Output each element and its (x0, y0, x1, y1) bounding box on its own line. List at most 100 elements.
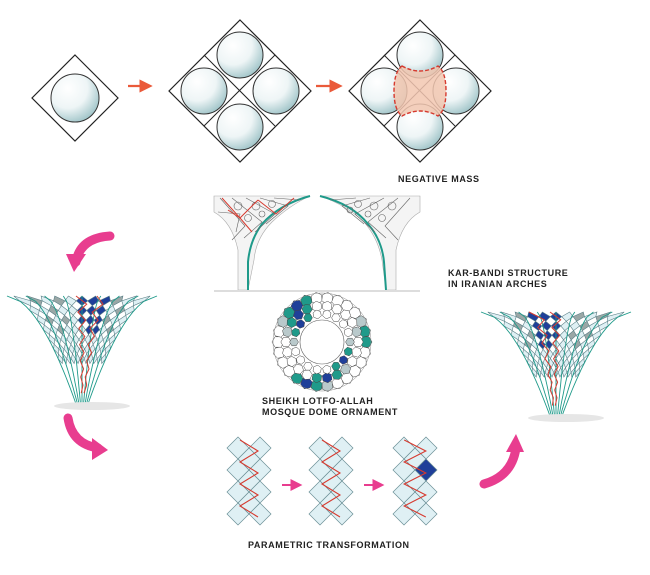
dome-tile (343, 327, 353, 338)
vase-structure-right (480, 311, 632, 422)
vase-cell (57, 305, 69, 316)
dome-tile (331, 369, 343, 380)
vase-cell (567, 330, 577, 341)
vase-cell (564, 348, 572, 359)
vase-cell (108, 333, 116, 345)
vase-cell (562, 366, 568, 378)
arrow-pink-curved-icon (479, 443, 521, 489)
dome-tile (283, 365, 296, 378)
vase-cell (510, 330, 520, 341)
vase-cell (569, 320, 581, 331)
vase-line (87, 295, 158, 405)
vase-cell (531, 366, 537, 378)
dome-tile (348, 365, 361, 378)
dome-ornament (271, 292, 373, 392)
karbandi-arches (213, 195, 421, 292)
vase-cell (113, 324, 121, 336)
dome-tile (303, 313, 313, 322)
vase-cell (61, 314, 71, 326)
dome-tile (322, 364, 332, 375)
vase-cell (92, 324, 100, 336)
vase-structure-left (6, 295, 158, 410)
vase-cell (70, 353, 76, 365)
dome-outer-ring (272, 292, 372, 392)
dome-tile (293, 364, 304, 375)
vase-line (480, 311, 551, 417)
vase-line (62, 295, 81, 405)
dome-tile (339, 319, 348, 329)
four-sphere-diamond (168, 19, 312, 163)
vase-red-line (75, 295, 88, 394)
vase-cell (104, 343, 111, 355)
vase-cell (124, 305, 135, 316)
vase-cell (522, 348, 530, 360)
vase-cell (43, 324, 51, 336)
dome-tile (348, 306, 361, 319)
vase-cell (582, 348, 590, 360)
negative-mass-label: NEGATIVE MASS (398, 174, 480, 184)
dome-tile (286, 317, 297, 328)
vase-line (518, 311, 554, 417)
vase-red-line (549, 311, 562, 406)
vase-shadow (528, 414, 604, 422)
vase-cell (587, 339, 595, 350)
param-red-line (320, 439, 342, 518)
parametric-label: PARAMETRIC TRANSFORMATION (248, 540, 410, 550)
dome-tile (339, 355, 348, 365)
vase-cell (575, 366, 581, 378)
dome-tile (301, 369, 313, 380)
vase-cell (95, 305, 107, 316)
dome-tile (347, 317, 358, 328)
vase-line (83, 295, 102, 405)
dome-tile (312, 309, 322, 320)
vase-cell (514, 311, 529, 322)
param-tile (248, 502, 272, 526)
dome-tile (355, 315, 367, 328)
vase-cell (101, 353, 107, 365)
dome-center (299, 319, 345, 365)
dome-tile (301, 304, 313, 315)
vase-cell (57, 353, 63, 365)
vase-cell (566, 339, 574, 350)
vase-cell (578, 357, 585, 369)
vase-cell (538, 339, 546, 350)
vase-cell (583, 311, 598, 322)
single-sphere-diamond (31, 54, 119, 142)
vase-cell (572, 311, 585, 322)
dome-tile (345, 337, 355, 347)
vase-line (499, 311, 552, 417)
dome-tile (291, 346, 301, 357)
vase-cell (66, 334, 74, 345)
vase-cell (53, 343, 60, 355)
negative-mass-diamond (348, 19, 492, 163)
dome-tile (312, 364, 322, 375)
param-red-line (402, 439, 428, 518)
dome-tile (283, 306, 296, 319)
sheikh-label: SHEIKH LOTFO-ALLAH MOSQUE DOME ORNAMENT (262, 396, 399, 417)
vase-line (560, 311, 613, 417)
vase-cell (29, 305, 40, 316)
vase-cell (48, 333, 56, 345)
dome-tile (340, 364, 351, 375)
dome-tile (340, 309, 351, 320)
param-red-line (238, 439, 260, 518)
dome-tile (291, 327, 301, 338)
param-tile (414, 502, 438, 526)
vase-line (44, 295, 80, 405)
vase-red-line (528, 311, 554, 406)
vase-cell (563, 357, 570, 369)
vase-line (561, 311, 632, 417)
vase-cell (36, 314, 46, 326)
dome-tile (331, 362, 341, 371)
dome-tile (293, 309, 304, 320)
vase-cell (527, 357, 534, 369)
vase-cell (64, 324, 72, 336)
vase-line (84, 295, 120, 405)
dome-tile (303, 362, 313, 371)
dome-tile (286, 356, 297, 367)
negative-mass-shape (393, 65, 447, 117)
vase-line (6, 295, 77, 405)
vase-cell (88, 353, 94, 365)
vase-cell (592, 330, 602, 341)
